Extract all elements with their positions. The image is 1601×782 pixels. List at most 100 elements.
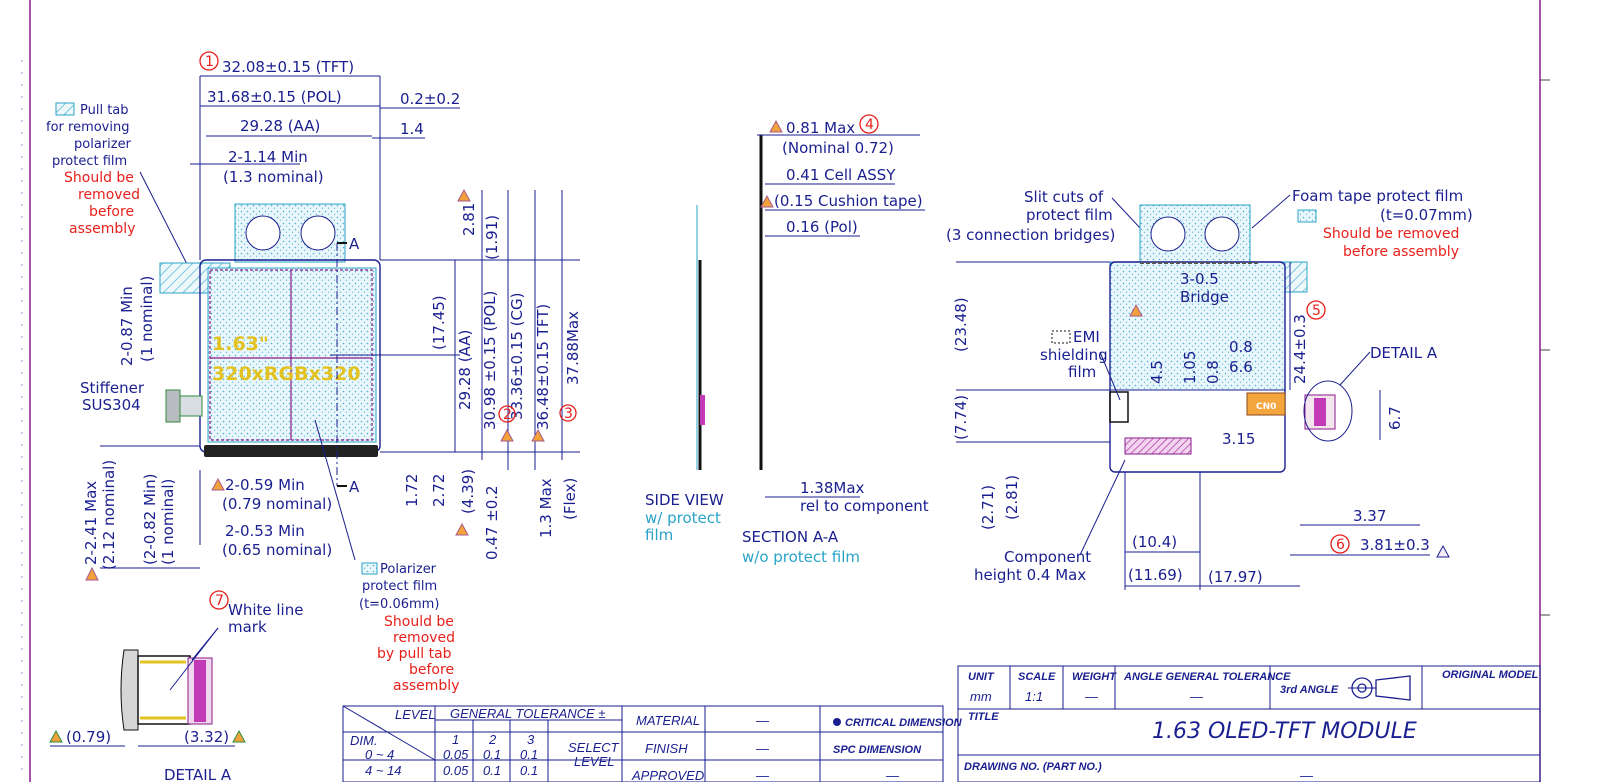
svg-text:0.47 ±0.2: 0.47 ±0.2 [483,485,501,560]
svg-text:TITLE: TITLE [968,711,999,723]
svg-text:Bridge: Bridge [1180,288,1229,306]
svg-text:2.81: 2.81 [460,203,478,236]
svg-text:—: — [755,741,770,756]
svg-text:—: — [755,713,770,728]
component-note: Component [1004,548,1091,566]
svg-text:—: — [1084,689,1099,704]
pull-tab-note: Pull tab [80,103,129,118]
dim-pol-height: 30.98 ±0.15 (POL) [481,291,499,430]
svg-text:0.1: 0.1 [520,763,538,778]
svg-text:ANGLE GENERAL TOLERANCE: ANGLE GENERAL TOLERANCE [1123,671,1291,683]
svg-text:assembly: assembly [393,678,459,694]
page-frame [21,0,1550,782]
svg-text:MATERIAL: MATERIAL [636,713,700,728]
table-general: GENERAL TOLERANCE ± [450,706,605,721]
dim-side-min: 2-0.87 Min [118,286,136,366]
svg-text:1: 1 [452,732,459,747]
svg-text:(1 nominal): (1 nominal) [159,479,177,565]
dim-aa-height: 29.28 (AA) [456,330,474,410]
svg-text:removed: removed [393,630,455,646]
svg-text:protect film: protect film [362,579,437,594]
svg-text:LEVEL: LEVEL [574,754,614,769]
svg-text:ORIGINAL MODEL: ORIGINAL MODEL [1442,669,1539,681]
slit-cuts-note: Slit cuts of [1024,188,1104,206]
svg-text:6.7: 6.7 [1386,406,1404,430]
svg-text:DIM.: DIM. [350,733,377,748]
svg-text:—: — [885,768,900,782]
svg-text:WEIGHT: WEIGHT [1072,671,1117,683]
svg-text:(0.65 nominal): (0.65 nominal) [222,541,332,559]
unit-label: UNIT [968,671,995,683]
dim-bottom-min-2: 2-0.53 Min [225,522,305,540]
svg-text:(t=0.06mm): (t=0.06mm) [359,597,439,612]
dim-244: 24.4±0.3 [1291,314,1309,384]
svg-text:2: 2 [488,732,497,747]
svg-text:(17.45): (17.45) [430,295,448,350]
dim-total-height: 37.88Max [564,311,582,385]
svg-text:before: before [89,204,134,220]
svg-text:CN0: CN0 [1256,402,1276,412]
svg-text:height 0.4 Max: height 0.4 Max [974,566,1086,584]
section-view: 0.81 Max 4 (Nominal 0.72) 0.41 Cell ASSY… [742,114,929,566]
svg-text:1.3 Max: 1.3 Max [537,478,555,538]
svg-text:(Flex): (Flex) [561,478,579,520]
section-a-bottom: A [349,478,360,496]
svg-text:(11.69): (11.69) [1128,566,1183,584]
emi-film-note: EMI [1073,328,1100,346]
svg-text:(1.91): (1.91) [483,215,501,260]
svg-text:Should be removed: Should be removed [1323,226,1459,242]
svg-text:(0.79 nominal): (0.79 nominal) [222,495,332,513]
detail-a-label: DETAIL A [1370,344,1438,362]
dim-pol-offset: 0.2±0.2 [400,90,460,108]
svg-text:film: film [1068,363,1096,381]
unit-value: mm [970,689,992,704]
svg-text:—: — [1299,768,1314,782]
svg-text:—: — [755,768,770,782]
svg-text:SELECT: SELECT [568,740,620,755]
svg-text:3.37: 3.37 [1353,507,1386,525]
svg-text:(2.81): (2.81) [1003,475,1021,520]
bridge-note: 3-0.5 [1180,270,1219,288]
callout-5: 5 [1312,303,1321,319]
section-max-138: 1.38Max [800,479,865,497]
dim-pin-nominal: (1.3 nominal) [223,168,324,186]
svg-text:DRAWING NO. (PART NO.): DRAWING NO. (PART NO.) [964,761,1102,773]
svg-text:3.15: 3.15 [1222,430,1255,448]
svg-text:1.72: 1.72 [403,474,421,507]
display-resolution-text: 320xRGBx320 [212,363,361,385]
svg-text:(2.71): (2.71) [979,485,997,530]
back-view: Slit cuts of protect film (3 connection … [946,187,1473,590]
svg-text:shielding: shielding [1040,346,1108,364]
drawing-title: 1.63 OLED-TFT MODULE [1152,719,1417,744]
foam-tape-note: Foam tape protect film [1292,187,1463,205]
display-size-text: 1.63" [212,333,269,355]
callout-2: 2 [503,407,512,423]
svg-text:protect film: protect film [1026,206,1113,224]
svg-text:before assembly: before assembly [1343,244,1459,260]
svg-text:3rd ANGLE: 3rd ANGLE [1280,684,1339,696]
svg-text:0.8: 0.8 [1204,360,1222,384]
svg-text:w/ protect: w/ protect [645,509,721,527]
svg-text:by pull tab: by pull tab [377,646,452,662]
svg-text:assembly: assembly [69,221,135,237]
dim-cg-height: 33.36±0.15 (CG) [508,293,526,420]
svg-text:SPC DIMENSION: SPC DIMENSION [833,744,922,756]
callout-4: 4 [865,117,874,133]
svg-text:0.16 (Pol): 0.16 (Pol) [786,218,858,236]
side-view: SIDE VIEW w/ protect film [645,205,724,544]
stiffener-note: Stiffener [80,379,145,397]
svg-text:0.05: 0.05 [443,747,469,762]
svg-text:(17.97): (17.97) [1208,568,1263,586]
scale-value: 1:1 [1025,689,1043,704]
polarizer-film-note: Polarizer [380,562,437,577]
svg-text:(1 nominal): (1 nominal) [138,276,156,362]
svg-text:—: — [1189,689,1204,704]
front-view: 1.63" 320xRGBx320 A A 2.81 (1.91) (17.45… [159,188,582,694]
detail-a: 7 White line mark (0.79) (3.32) DETAIL A [49,590,303,782]
svg-text:APPROVED: APPROVED [631,768,704,782]
dim-bottom-max: 2-2.41 Max [82,481,100,565]
svg-text:polarizer: polarizer [74,137,132,152]
svg-text:(t=0.07mm): (t=0.07mm) [1380,206,1473,224]
svg-text:SUS304: SUS304 [82,396,141,414]
svg-text:0.05: 0.05 [443,763,469,778]
